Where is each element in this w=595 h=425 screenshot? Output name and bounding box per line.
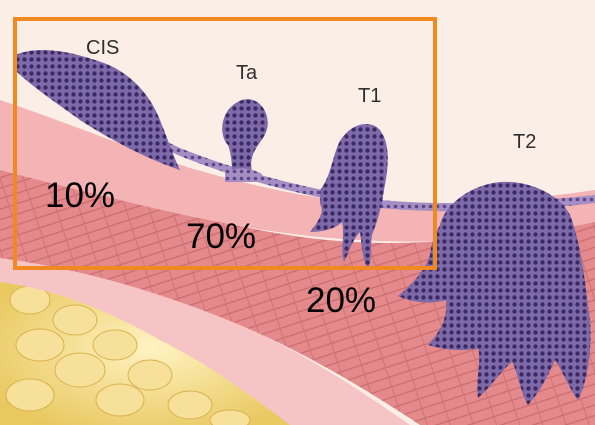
non-muscle-invasive-highlight-box [13,17,437,270]
t1-percentage: 20% [306,283,376,318]
t2-label: T2 [513,132,536,152]
